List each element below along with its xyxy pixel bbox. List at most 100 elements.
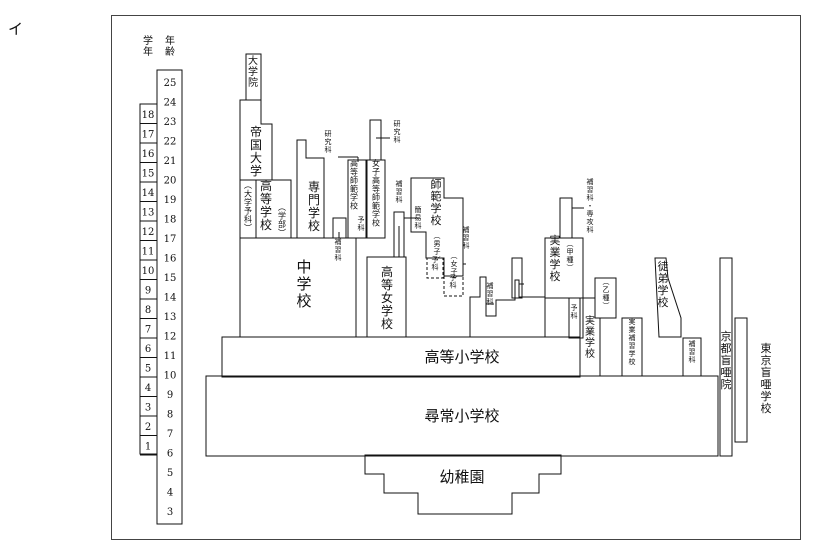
grade-header: 学年 [143, 34, 153, 58]
teikoku-daigaku-label: 帝国大学 [250, 124, 262, 178]
joshi-koto-shihan-label: 女子高等師範学校 [372, 158, 380, 228]
grade-label: 9 [145, 286, 151, 297]
age-label: 23 [164, 117, 177, 128]
axis-headers: 学年 年齢 [143, 34, 175, 58]
age-label: 12 [164, 332, 177, 343]
age-label: 14 [164, 293, 177, 304]
jitsugyo-otsu-label: ︵乙種︶ [603, 278, 610, 310]
hoshuka-steps [469, 276, 546, 338]
grade-label: 5 [145, 364, 151, 375]
jinjo-shogakko-label: 尋常小学校 [424, 407, 499, 425]
chugakko-label: 中学校 [296, 258, 311, 310]
kyoto-moain-label: 京都盲唖院 [721, 329, 732, 391]
senmon-gakko-label: 専門学校 [308, 180, 320, 233]
horizontal-labels: 高等小学校 尋常小学校 幼稚園 [424, 348, 499, 486]
age-label: 25 [164, 78, 177, 89]
yoka-3-label: 予科 [450, 274, 457, 290]
jitsugyo-ko-label: ︵甲種︶ [567, 240, 574, 272]
yoka-3-box [443, 275, 464, 297]
grade-label: 13 [142, 208, 155, 219]
kenkyuka-2-bar [369, 119, 382, 161]
jitsugyo-hoshu-block [621, 317, 643, 377]
joshi-koto-shihan-block [366, 159, 386, 239]
gakubu-label: ︵学部︶ [278, 203, 286, 238]
danshi-label: ︵男子︶ [434, 232, 441, 264]
age-label: 4 [167, 488, 173, 499]
yoka-daigaku-label: ︵大学予科︶ [244, 181, 252, 233]
koto-jogakko-block [366, 256, 407, 338]
age-label: 7 [167, 429, 173, 440]
age-label: 16 [164, 254, 177, 265]
kenkyuka-2-label: 研究科 [394, 120, 401, 144]
jitsugyo-hoshu-label: 実業補習学校 [629, 317, 636, 366]
figure-frame [111, 15, 801, 540]
daigakuin-label: 大学院 [248, 54, 258, 89]
koto-jogakko-label: 高等女学校 [381, 264, 393, 331]
grade-label: 6 [145, 344, 151, 355]
grade-label: 17 [142, 130, 155, 141]
senmon-gakko-block [296, 139, 325, 239]
jitsugyo-gakko-1-label: 実業学校 [550, 233, 561, 283]
kyoto-moain-block [719, 257, 733, 457]
age-label: 13 [164, 312, 177, 323]
hoshuka-senkoka-label: 補習科・専攻科 [587, 177, 594, 234]
hoshuka-1-label: 補習科 [335, 237, 342, 262]
age-label: 9 [167, 390, 173, 401]
vertical-labels: 大学院帝国大学︵大学予科︶高等学校︵学部︶専門学校研究科補習科高等師範学校予科女… [244, 54, 772, 415]
grade-label: 7 [145, 325, 151, 336]
koto-shihan-label: 高等師範学校 [350, 158, 358, 211]
grade-label: 2 [145, 422, 151, 433]
grade-label: 10 [142, 266, 155, 277]
hoshuka-5-label: 補習科 [689, 339, 696, 364]
koto-shihan-block [347, 159, 367, 239]
kan-i-ka-label: 簡易科 [415, 205, 422, 230]
yoka-1-label: 予科 [358, 216, 365, 232]
age-label: 21 [164, 156, 177, 167]
age-label: 6 [167, 449, 173, 460]
age-column [156, 69, 183, 525]
grade-label: 14 [142, 188, 155, 199]
grade-label: 16 [142, 149, 155, 160]
jitsugyo-gakko-2-label: 実業学校 [585, 314, 595, 360]
jitsugyo-gakko-2-block [579, 297, 601, 377]
age-label: 24 [164, 98, 177, 109]
koto-shogakko-block [221, 336, 581, 378]
age-label: 15 [164, 273, 177, 284]
grade-label: 12 [142, 227, 155, 238]
age-label: 19 [164, 195, 177, 206]
figure-label: イ [8, 20, 24, 38]
yoka-2-box [426, 257, 444, 279]
koto-shogakko-label: 高等小学校 [424, 348, 499, 366]
age-header: 年齢 [165, 34, 175, 58]
grade-label: 4 [145, 383, 151, 394]
shihan-gakko-label: 師範学校 [431, 178, 442, 227]
age-label: 18 [164, 215, 177, 226]
hoshuka-2-label: 補習科 [396, 179, 403, 204]
age-label: 10 [164, 371, 177, 382]
kenkyuka-1-label: 研究科 [325, 130, 332, 154]
yochien-block [364, 454, 562, 515]
age-label: 22 [164, 137, 177, 148]
hoshuka-4-label: 補習科 [487, 281, 494, 306]
totei-gakko-block [654, 257, 682, 338]
totei-gakko-label: 徒弟学校 [658, 259, 669, 309]
tokyo-moa-block [734, 317, 748, 443]
tokyo-moa-label: 東京盲唖学校 [761, 342, 772, 415]
grade-label: 3 [145, 403, 151, 414]
koto-gakko-label: 高等学校 [260, 178, 272, 232]
age-label: 11 [164, 351, 177, 362]
hoshuka-senkoka-bar [559, 197, 573, 239]
grade-label: 1 [145, 442, 151, 453]
hoshuka-5-box [682, 337, 702, 377]
grade-label: 11 [142, 247, 155, 258]
connectors [338, 137, 584, 305]
yoka-2-label: 予科 [432, 256, 439, 272]
joshi-label: ︵女子︶ [451, 252, 458, 284]
age-label: 20 [164, 176, 177, 187]
grade-label: 15 [142, 169, 155, 180]
yoka-4-box [568, 297, 584, 339]
jitsugyo-gakko-1-block [544, 237, 584, 299]
hoshuka-3-label: 補習科 [463, 225, 470, 250]
